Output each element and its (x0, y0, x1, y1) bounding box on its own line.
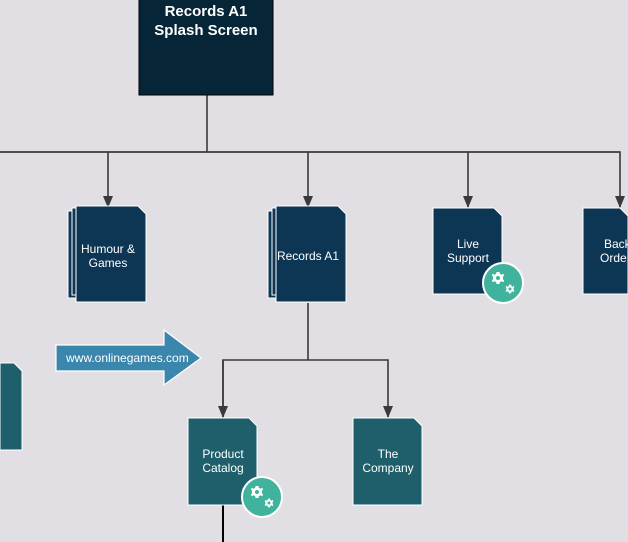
node-label: Games (89, 256, 128, 270)
node-humour-games[interactable]: Humour & Games (67, 205, 147, 303)
node-the-company[interactable]: The Company (352, 417, 423, 506)
edge-to-back-orders (0, 151, 625, 208)
node-live-support[interactable]: Live Support (432, 207, 524, 304)
node-partial-left (0, 362, 23, 451)
edge-sub-bus (222, 359, 393, 418)
node-label: Product (202, 447, 244, 461)
node-back-orders[interactable]: Back Orders (582, 207, 628, 295)
node-label: Live (457, 237, 479, 251)
node-product-catalog[interactable]: Product Catalog (187, 417, 283, 518)
url-callout-arrow: www.onlinegames.com (55, 328, 203, 387)
node-label: Orders (600, 251, 628, 265)
callout-label: www.onlinegames.com (65, 351, 189, 365)
node-records-a1[interactable]: Records A1 (267, 205, 347, 303)
gears-icon (241, 476, 283, 518)
node-label: Back (604, 237, 628, 251)
node-label: Catalog (202, 461, 243, 475)
node-label: The (378, 447, 399, 461)
node-label: Records A1 (277, 249, 339, 263)
node-label: Humour & (81, 242, 135, 256)
connectors (0, 95, 625, 542)
node-label: Support (447, 251, 490, 265)
node-label: Company (362, 461, 413, 475)
node-splash-screen[interactable]: Records A1 Splash Screen (138, 0, 274, 96)
node-label: Splash Screen (154, 22, 257, 39)
node-label: Records A1 (165, 3, 248, 20)
gears-icon (482, 262, 524, 304)
